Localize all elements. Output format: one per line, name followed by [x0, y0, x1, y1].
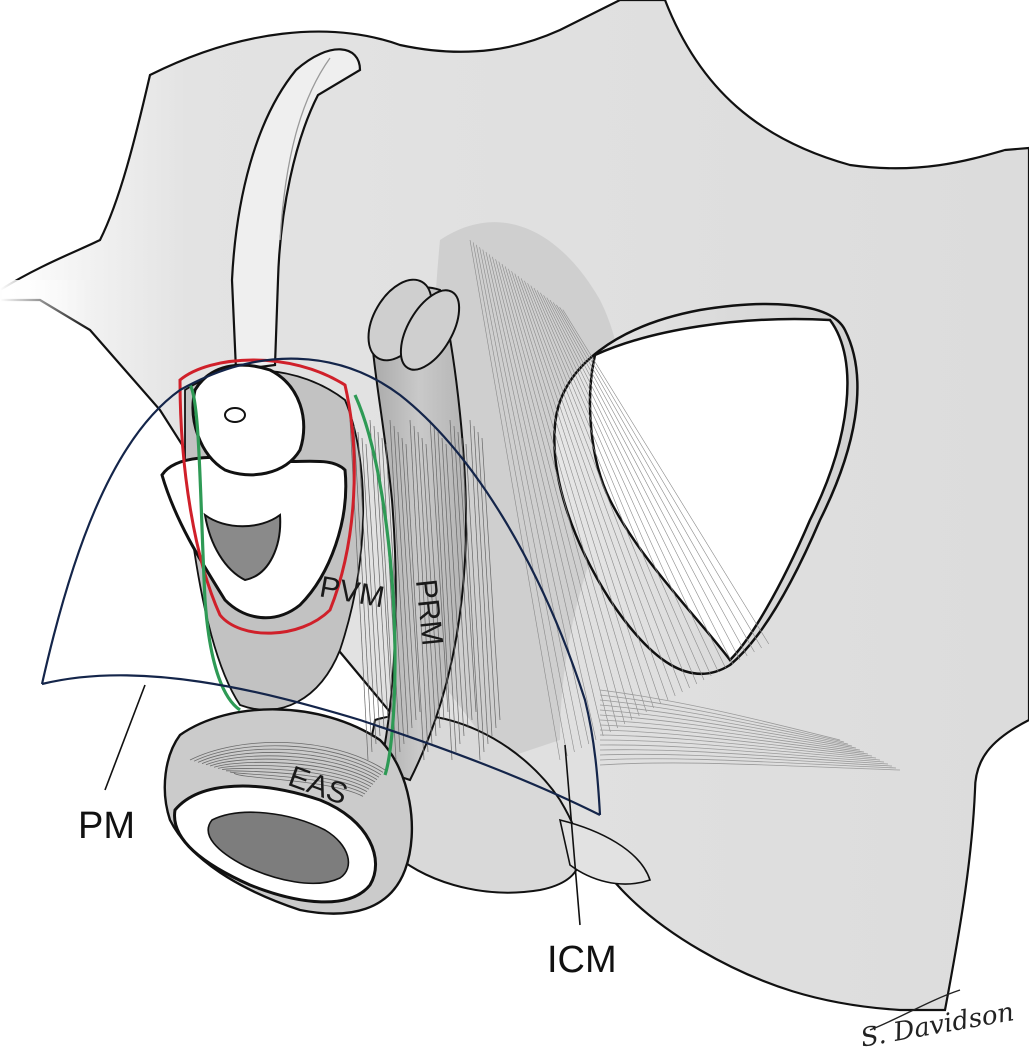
- obturator-foramen: [553, 302, 859, 675]
- urethral-meatus: [191, 363, 306, 477]
- label-pm: PM: [78, 805, 135, 847]
- pm-leader-line: [104, 684, 146, 791]
- icm-leader-line: [564, 744, 581, 926]
- levator-sheet: [430, 222, 623, 760]
- external-anal-sphincter: [163, 708, 414, 915]
- muscle-striations: [189, 239, 901, 797]
- colored-outlines: [40, 357, 602, 816]
- label-icm: ICM: [547, 939, 617, 981]
- label-prm: PRM: [409, 578, 449, 648]
- urethra-tube: [230, 48, 362, 372]
- signature-underline: [869, 989, 961, 1031]
- vaginal-opening: [160, 455, 348, 620]
